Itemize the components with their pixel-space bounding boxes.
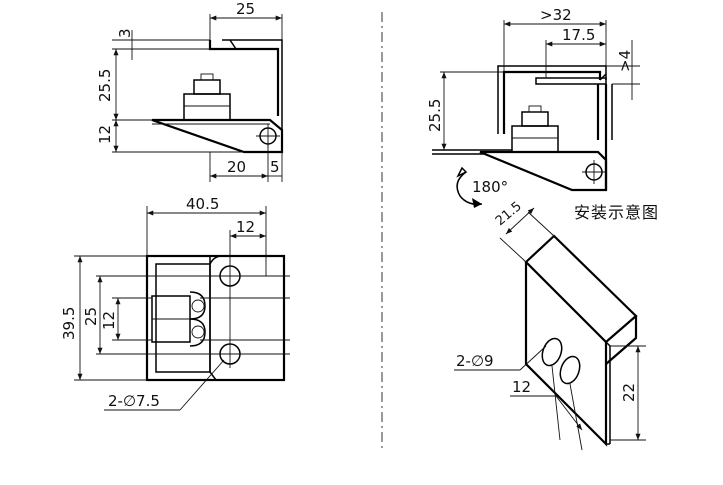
right-bracket-dims: 21.5 2-∅9 12 22 xyxy=(454,199,646,451)
bottom-left-dims: 40.5 12 39.5 25 12 2-∅7.5 xyxy=(60,195,267,411)
right-assembly-view xyxy=(432,65,613,208)
dim-height: 39.5 xyxy=(60,307,78,340)
dim-width-top: 25 xyxy=(236,0,255,18)
dim-clearance: 17.5 xyxy=(562,26,595,44)
bottom-left-view xyxy=(145,254,290,382)
assembly-caption: 安装示意图 xyxy=(574,203,659,222)
dim-hole-offset: 12 xyxy=(236,218,255,236)
dim-inner: 12 xyxy=(100,311,118,330)
dim-height: 22 xyxy=(620,383,638,402)
dim-holes: 2-∅9 xyxy=(456,352,494,370)
top-left-view xyxy=(151,39,284,154)
right-bracket-view xyxy=(524,234,638,447)
dim-min-gap: >4 xyxy=(616,50,634,72)
dim-pitch: 25 xyxy=(82,307,100,326)
dim-height: 25.5 xyxy=(426,99,444,132)
dim-span: 20 xyxy=(227,158,246,176)
dim-width: 40.5 xyxy=(186,195,219,213)
dim-offset: 5 xyxy=(270,158,280,176)
dim-min-width: >32 xyxy=(540,6,572,24)
rotation-label: 180° xyxy=(472,178,508,196)
dim-gap: 3 xyxy=(116,28,134,38)
dim-base: 12 xyxy=(96,125,114,144)
top-left-dims: 25 3 25.5 12 20 5 xyxy=(96,0,283,182)
right-assembly-dims: >32 17.5 >4 25.5 180° xyxy=(426,6,640,196)
dim-height: 25.5 xyxy=(96,69,114,102)
dim-holes: 2-∅7.5 xyxy=(108,392,160,410)
dim-length: 21.5 xyxy=(493,199,525,229)
dim-spacing: 12 xyxy=(512,378,531,396)
